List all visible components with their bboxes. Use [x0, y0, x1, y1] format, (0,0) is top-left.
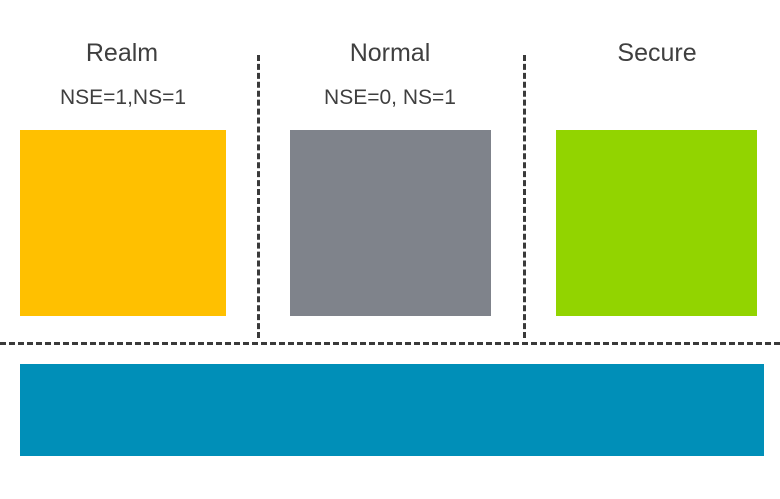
realm-title: Realm: [85, 39, 159, 67]
realm-subtitle: NSE=1,NS=1: [59, 86, 187, 109]
world-divider: [523, 55, 526, 338]
world-divider: [257, 55, 260, 338]
horizontal-divider: [0, 342, 780, 345]
normal-subtitle: NSE=0, NS=1: [324, 86, 456, 109]
normal-title: Normal: [349, 39, 431, 67]
secure-block: [556, 130, 757, 316]
realm-block: [20, 130, 226, 316]
normal-block: [290, 130, 491, 316]
secure-title: Secure: [617, 39, 697, 67]
base-bar: [20, 364, 764, 456]
